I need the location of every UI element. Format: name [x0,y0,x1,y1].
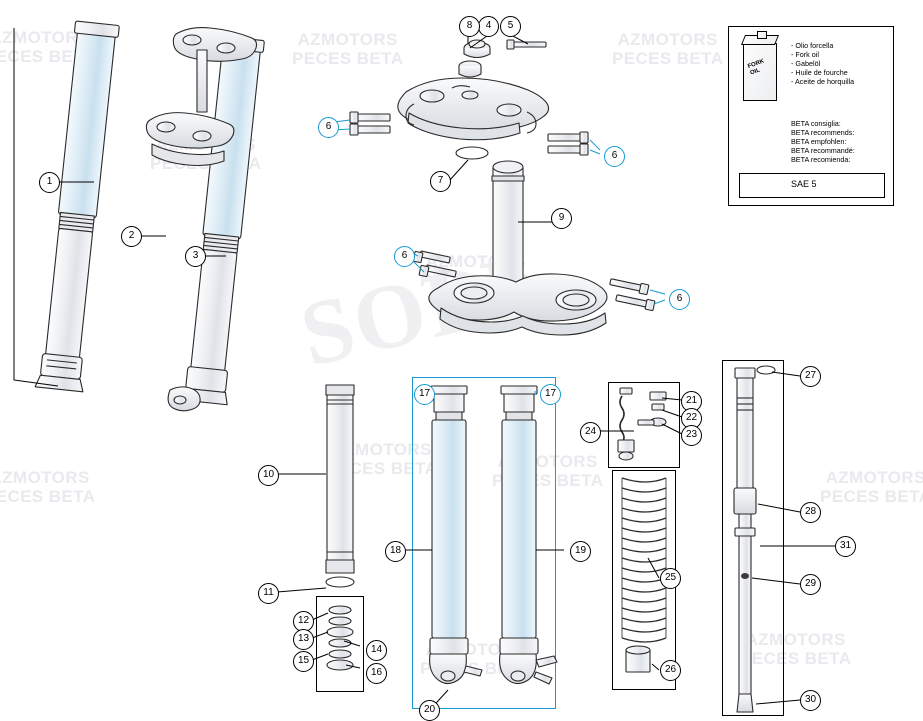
oil-divider-4 [884,173,885,197]
oil-rec-fr: BETA recommandé: [791,146,855,155]
callout-6-a[interactable]: 6 [318,117,339,138]
callout-label: 2 [128,230,135,241]
callout-23[interactable]: 23 [681,425,702,446]
callout-10[interactable]: 10 [258,465,279,486]
callout-7[interactable]: 7 [430,171,451,192]
callout-label: 6 [676,293,683,304]
oil-rec-it: BETA consiglia: [791,119,841,128]
callout-label: 19 [574,545,587,556]
callout-label: 7 [437,175,444,186]
callout-label: 22 [685,412,698,423]
callout-2[interactable]: 2 [121,226,142,247]
callout-3[interactable]: 3 [185,246,206,267]
callout-14[interactable]: 14 [366,640,387,661]
group-box-cartridge [722,360,784,716]
callout-label: 30 [804,694,817,705]
oil-grade-label: SAE 5 [791,179,817,189]
oil-rec-en: BETA recommends: [791,128,855,137]
callout-label: 25 [664,572,677,583]
callout-6-b[interactable]: 6 [604,146,625,167]
oil-recommendation-box: FORK OIL - Olio forcella - Fork oil - Ga… [728,26,894,206]
callout-label: 3 [192,250,199,261]
oil-rec-de: BETA empfohlen: [791,137,847,146]
callout-label: 6 [325,121,332,132]
callout-label: 29 [804,578,817,589]
callout-28[interactable]: 28 [800,502,821,523]
callout-label: 6 [401,250,408,261]
callout-29[interactable]: 29 [800,574,821,595]
callout-9[interactable]: 9 [551,208,572,229]
callout-label: 14 [370,644,383,655]
callout-label: 28 [804,506,817,517]
oil-can-icon [743,43,777,101]
oil-can-spout [757,31,767,39]
callout-label: 8 [466,20,473,31]
callout-11[interactable]: 11 [258,583,279,604]
group-box-fork-assemblies [412,377,556,709]
callout-label: 4 [485,20,492,31]
callout-24[interactable]: 24 [580,422,601,443]
callout-1[interactable]: 1 [39,172,60,193]
callout-8[interactable]: 8 [459,16,480,37]
callout-label: 17 [418,388,431,399]
callout-19[interactable]: 19 [570,541,591,562]
callout-25[interactable]: 25 [660,568,681,589]
callout-label: 21 [685,395,698,406]
callout-label: 20 [423,704,436,715]
callout-label: 6 [611,150,618,161]
oil-divider-3 [739,173,740,197]
callout-label: 13 [297,633,310,644]
callout-27[interactable]: 27 [800,366,821,387]
callout-20[interactable]: 20 [419,700,440,721]
watermark: AZMOTORS PECES BETA [612,30,724,68]
callout-26[interactable]: 26 [660,660,681,681]
callout-13[interactable]: 13 [293,629,314,650]
oil-line-fr: - Huile de fourche [791,68,848,77]
callout-label: 15 [297,655,310,666]
callout-label: 11 [263,587,274,598]
callout-label: 10 [262,469,275,480]
watermark: AZMOTORS PECES BETA [0,28,96,66]
callout-label: 1 [46,176,53,187]
callout-18[interactable]: 18 [385,541,406,562]
watermark: AZMOTORS PECES BETA [420,252,532,290]
oil-line-it: - Olio forcella [791,41,834,50]
watermark: AZMOTORS PECES BETA [150,135,262,173]
watermark: AZMOTORS PECES BETA [0,468,96,506]
callout-30[interactable]: 30 [800,690,821,711]
callout-6-d[interactable]: 6 [669,289,690,310]
group-box-seal-kit [316,596,364,692]
callout-label: 24 [584,426,597,437]
callout-label: 26 [664,664,677,675]
callout-17-b[interactable]: 17 [540,384,561,405]
callout-label: 23 [685,429,698,440]
callout-16[interactable]: 16 [366,663,387,684]
callout-label: 27 [804,370,817,381]
oil-line-es: - Aceite de horquilla [791,77,855,86]
group-box-small-parts [608,382,680,468]
oil-rec-es: BETA recomienda: [791,155,851,164]
callout-label: 31 [839,540,852,551]
callout-label: 5 [507,20,514,31]
callout-31[interactable]: 31 [835,536,856,557]
oil-line-de: - Gabelöl [791,59,821,68]
watermark: AZMOTORS PECES BETA [292,30,404,68]
callout-label: 9 [558,212,565,223]
watermark: AZMOTORS PECES BETA [820,468,923,506]
callout-4[interactable]: 4 [478,16,499,37]
callout-17-a[interactable]: 17 [414,384,435,405]
callout-5[interactable]: 5 [500,16,521,37]
oil-divider [739,173,885,174]
callout-label: 12 [297,615,310,626]
callout-label: 16 [370,667,383,678]
oil-line-en: - Fork oil [791,50,819,59]
callout-label: 17 [544,388,557,399]
callout-label: 18 [389,545,402,556]
callout-15[interactable]: 15 [293,651,314,672]
callout-6-c[interactable]: 6 [394,246,415,267]
oil-divider-2 [739,197,885,198]
